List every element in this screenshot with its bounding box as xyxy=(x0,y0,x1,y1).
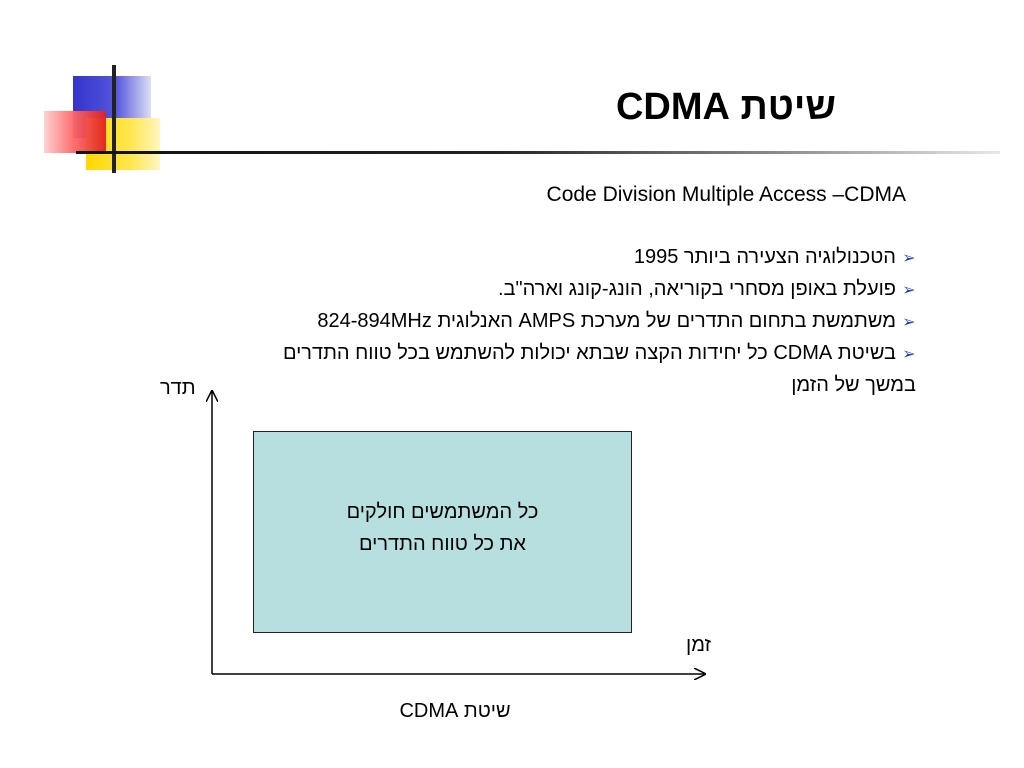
x-axis-label: זמן xyxy=(686,634,711,656)
title-rule xyxy=(76,151,1000,154)
bullet-text: בשיטת CDMA כל יחידות הקצה שבתא יכולות לה… xyxy=(282,342,896,364)
slide-subtitle: Code Division Multiple Access –CDMA xyxy=(546,183,906,206)
box-text-line: את כל טווח התדרים xyxy=(359,533,526,555)
shared-spectrum-box xyxy=(253,431,632,633)
bullet-item: ➢ פועלת באופן מסחרי בקוריאה, הונג-קונג וא… xyxy=(116,274,916,306)
bullet-text: פועלת באופן מסחרי בקוריאה, הונג-קונג ואר… xyxy=(497,278,896,300)
box-text-line: כל המשתמשים חולקים xyxy=(346,501,539,523)
slide-title: שיטת CDMA xyxy=(615,86,836,128)
bullet-text: משתמשת בתחום התדרים של מערכת AMPS האנלוג… xyxy=(317,310,896,332)
diagram-caption: שיטת CDMA xyxy=(399,700,511,722)
bullet-list: ➢ הטכנולוגיה הצעירה ביותר 1995 ➢ פועלת באו… xyxy=(116,242,916,400)
bullet-item: ➢ הטכנולוגיה הצעירה ביותר 1995 xyxy=(116,242,916,274)
bullet-item: ➢ משתמשת בתחום התדרים של מערכת AMPS האנלו… xyxy=(116,306,916,338)
arrowhead-bullet-icon: ➢ xyxy=(902,314,916,331)
arrowhead-bullet-icon: ➢ xyxy=(902,346,916,363)
decorative-logo xyxy=(0,0,200,200)
box-text: כל המשתמשים חולקים את כל טווח התדרים xyxy=(253,496,632,560)
bullet-text: הטכנולוגיה הצעירה ביותר 1995 xyxy=(633,246,896,268)
bullet-item: ➢ בשיטת CDMA כל יחידות הקצה שבתא יכולות ל… xyxy=(116,338,916,400)
arrowhead-bullet-icon: ➢ xyxy=(902,282,916,299)
arrowhead-bullet-icon: ➢ xyxy=(902,250,916,267)
red-square-decoration xyxy=(44,111,106,153)
bullet-continuation-text: במשך של הזמן xyxy=(791,374,916,396)
logo-vertical-line xyxy=(112,65,116,173)
